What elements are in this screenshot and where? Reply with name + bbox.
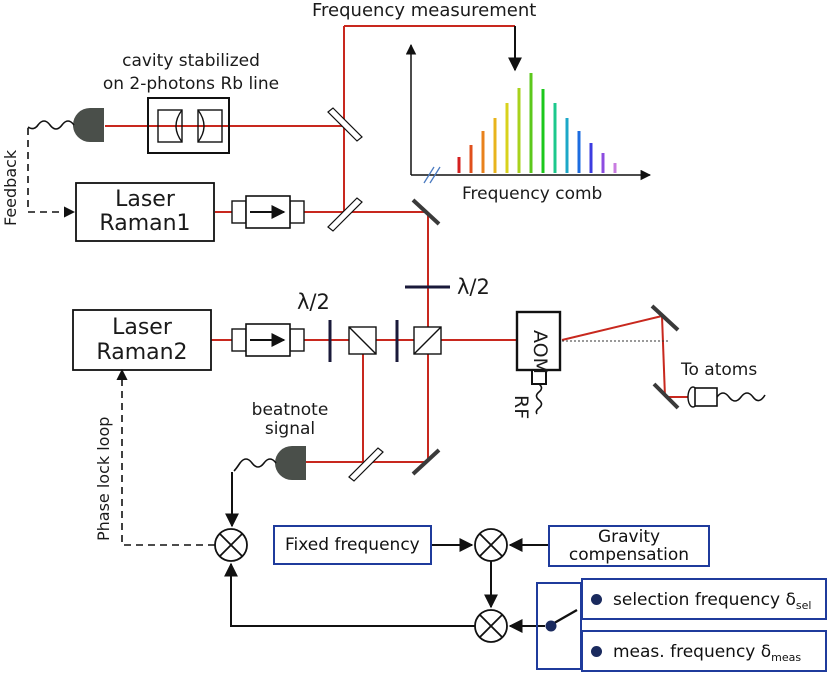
beatnote-label-line2: signal [264,419,316,439]
polarizing-beam-splitters [348,326,442,355]
fixed-frequency-box: Fixed frequency [273,525,432,565]
gravity-label-line2: compensation [568,545,690,565]
laser-raman1-box [75,182,215,242]
phase-lock-loop-line [116,368,215,546]
feedback-label: Feedback [1,149,20,226]
selection-frequency-label: selection frequency δsel [613,591,811,615]
beam-splitter-plates [327,107,384,482]
laser2-label-line1: Laser [112,315,172,340]
signal-arrows [224,538,548,633]
waveplate-label-2: λ/2 [457,275,490,299]
selection-frequency-box: selection frequency δsel [581,578,827,620]
feedback-line [27,128,76,218]
aom-label: AOM [529,330,551,375]
beatnote-cable [233,458,277,472]
laser-raman2-box [72,309,212,371]
gravity-label-line1: Gravity [597,527,661,547]
gravity-compensation-box: Gravity compensation [548,525,710,567]
waveplates [328,285,450,362]
laser1-label-line1: Laser [115,187,175,212]
cavity-label-line1: cavity stabilized [122,51,260,71]
cavity-cable [27,120,75,130]
frequency-switch [536,582,582,670]
waveplate-label-1: λ/2 [297,290,330,314]
optical-isolator-1 [231,195,305,229]
meas-frequency-box: meas. frequency δmeas [581,630,827,672]
selection-terminal-dot [591,594,602,605]
to-atoms-label: To atoms [681,360,758,380]
laser1-label-line2: Raman1 [99,211,191,236]
phase-lock-loop-label: Phase lock loop [94,416,113,541]
mirrors [411,198,680,476]
rf-label: RF [510,395,532,420]
laser2-label-line2: Raman2 [96,340,188,365]
cavity-photodetector [73,108,104,142]
cavity [147,97,230,154]
frequency-comb-label: Frequency comb [462,184,603,204]
fiber-collimator [687,386,766,408]
meas-frequency-sub: meas [771,651,802,664]
meas-frequency-text: meas. frequency δ [613,642,772,662]
beatnote-label-line1: beatnote [251,400,329,420]
frequency-measurement-label: Frequency measurement [312,0,537,21]
beatnote-photodetector [275,446,306,480]
optical-isolator-2 [231,323,305,357]
frequency-comb [405,43,652,184]
cavity-label-line2: on 2-photons Rb line [102,74,280,94]
meas-terminal-dot [591,646,602,657]
selection-frequency-text: selection frequency δ [613,590,796,610]
selection-frequency-sub: sel [795,599,812,612]
fixed-frequency-label: Fixed frequency [285,535,420,555]
aom [515,310,562,415]
meas-frequency-label: meas. frequency δmeas [613,643,801,667]
